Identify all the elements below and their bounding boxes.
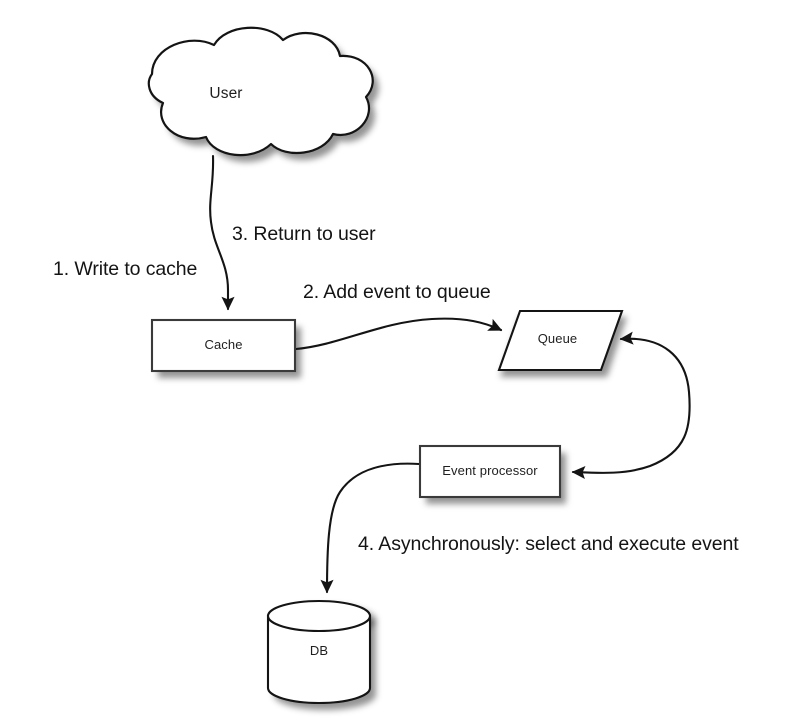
node-label-cache: Cache [204, 337, 243, 352]
edge-label-step-4: 4. Asynchronously: select and execute ev… [358, 533, 739, 555]
node-queue-parallelogram[interactable] [497, 309, 624, 372]
edge-cache-to-queue [294, 317, 503, 351]
edge-queue-to-eventprocessor [571, 331, 691, 480]
edge-label-step-2: 2. Add event to queue [303, 281, 491, 303]
edge-user-to-cache [209, 154, 235, 311]
node-cache-box[interactable] [150, 318, 297, 373]
edge-label-step-1: 1. Write to cache [53, 258, 198, 280]
node-label-user: User [209, 85, 243, 102]
node-label-db: DB [309, 643, 329, 658]
node-label-event-processor: Event processor [442, 463, 538, 478]
node-eventprocessor-box[interactable] [418, 444, 562, 499]
node-user-cloud[interactable] [147, 26, 374, 157]
node-label-queue: Queue [537, 331, 578, 346]
edge-eventprocessor-to-db [320, 462, 421, 594]
node-db-cylinder[interactable] [266, 599, 372, 705]
edge-label-step-3: 3. Return to user [232, 223, 376, 245]
